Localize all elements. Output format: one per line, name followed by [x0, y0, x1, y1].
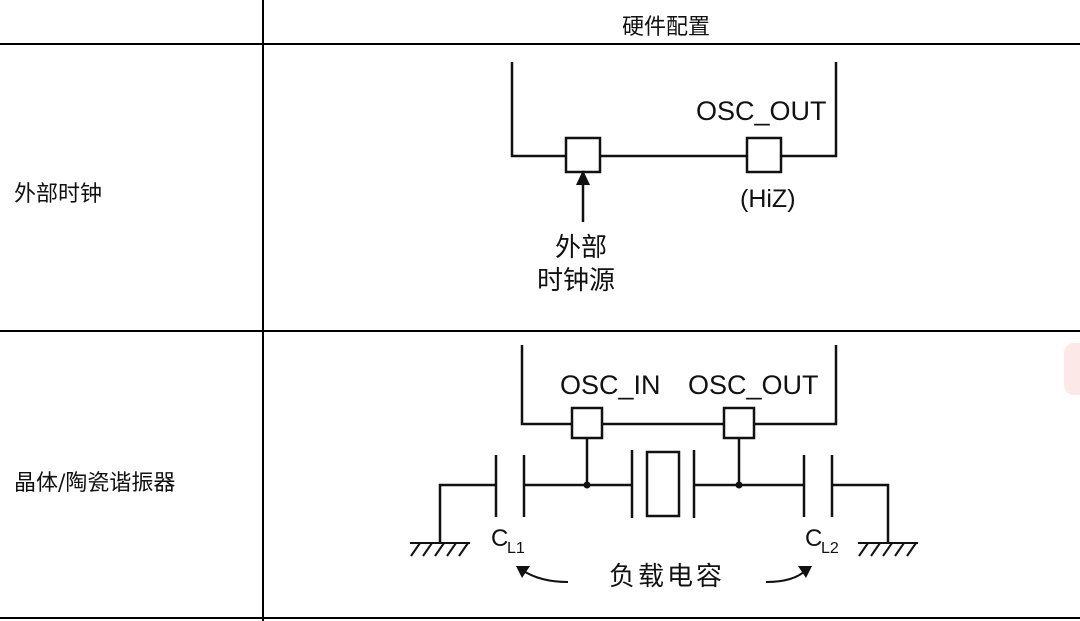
row-label-crystal-resonator: 晶体/陶瓷谐振器: [14, 471, 176, 496]
table-divider-bottom: [0, 617, 1080, 619]
osc-out-pin: [722, 406, 756, 440]
external-clock-diagram: [510, 62, 838, 222]
row-label-external-clock: 外部时钟: [14, 182, 103, 207]
header-hardware-config: 硬件配置: [622, 15, 711, 40]
crystal-body: [645, 450, 681, 518]
table-divider-vertical: [262, 0, 264, 621]
table-divider-header: [0, 43, 1080, 45]
junction-dot: [583, 481, 591, 489]
ext-source-label-line2: 时钟源: [537, 266, 615, 296]
ground-right-icon: [858, 542, 918, 557]
source-arrowhead: [576, 170, 590, 185]
load-arrow-left: [521, 569, 569, 583]
table-divider-row: [0, 330, 1080, 332]
xtal-osc-in-label: OSC_IN: [560, 370, 661, 400]
load-arrow-right: [765, 569, 807, 583]
ext-hiz-label: (HiZ): [740, 185, 796, 213]
ext-source-label-line1: 外部: [555, 233, 607, 263]
ground-left-icon: [410, 542, 470, 557]
ext-osc-out-label: OSC_OUT: [696, 96, 827, 126]
osc-in-pin: [564, 136, 602, 174]
junction-dot: [735, 481, 743, 489]
osc-out-pin: [745, 136, 783, 174]
load-capacitor-label: 负载电容: [609, 562, 725, 592]
osc-in-pin: [570, 406, 604, 440]
cl1-label: C: [491, 525, 508, 552]
watermark-badge: [1064, 343, 1080, 395]
cl2-subscript: L2: [821, 540, 839, 557]
crystal-resonator-diagram: [410, 345, 918, 583]
mcu-outline: [520, 345, 838, 426]
mcu-outline: [510, 62, 838, 158]
xtal-osc-out-label: OSC_OUT: [688, 370, 819, 400]
cl1-subscript: L1: [507, 540, 525, 557]
cl2-label: C: [805, 525, 822, 552]
